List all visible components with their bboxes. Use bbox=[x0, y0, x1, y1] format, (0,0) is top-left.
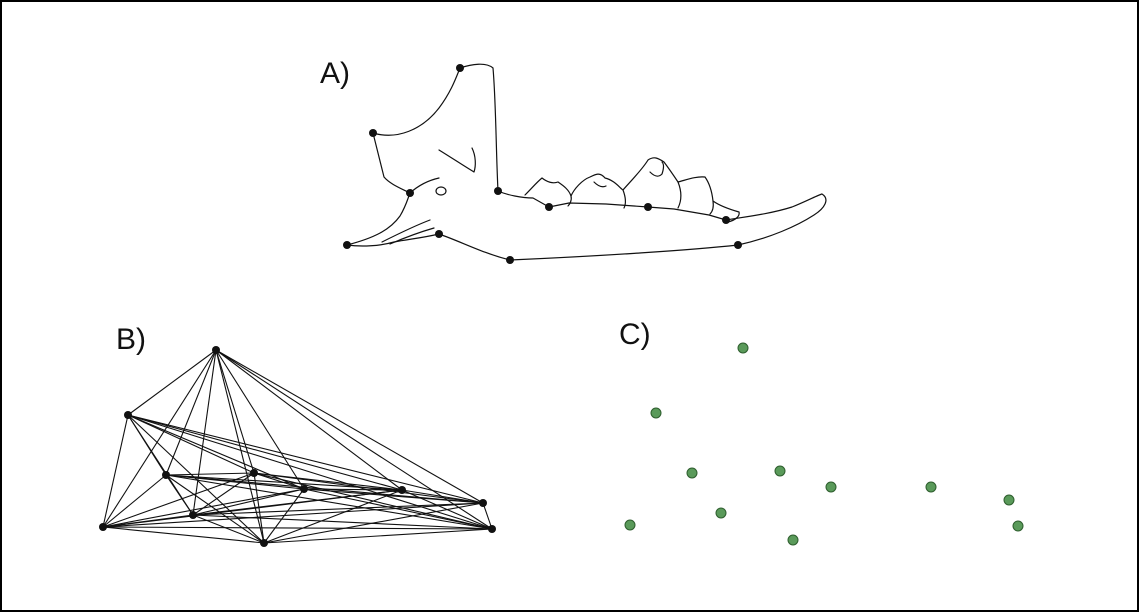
network-node-6 bbox=[189, 511, 197, 519]
network-edge bbox=[102, 472, 255, 528]
landmark-a-2 bbox=[369, 129, 377, 137]
network-edge bbox=[192, 514, 265, 544]
landmark-a-6 bbox=[644, 203, 652, 211]
network-edge bbox=[215, 349, 265, 544]
network-edge bbox=[165, 474, 265, 544]
network-edge bbox=[482, 502, 493, 530]
network-node-11 bbox=[488, 525, 496, 533]
point-8 bbox=[1003, 494, 1015, 506]
network-edge bbox=[263, 489, 403, 544]
landmark-network bbox=[99, 346, 496, 547]
network-edge bbox=[127, 414, 493, 530]
angular-line-1 bbox=[381, 219, 431, 243]
network-edge bbox=[303, 488, 484, 504]
network-edge bbox=[165, 474, 493, 530]
network-edge bbox=[102, 526, 493, 530]
network-edge bbox=[102, 474, 167, 528]
network-node-3 bbox=[162, 471, 170, 479]
network-edge bbox=[165, 472, 255, 476]
mandible-outline bbox=[346, 63, 827, 261]
point-1 bbox=[737, 342, 749, 354]
network-edge bbox=[102, 502, 484, 528]
network-edge bbox=[192, 488, 305, 516]
condyle-line bbox=[409, 177, 440, 194]
network-node-2 bbox=[124, 411, 132, 419]
network-edge bbox=[215, 349, 305, 490]
network-node-1 bbox=[212, 346, 220, 354]
landmark-point-cloud bbox=[624, 342, 1024, 546]
network-edge bbox=[215, 349, 484, 504]
point-2 bbox=[650, 407, 662, 419]
point-10 bbox=[787, 534, 799, 546]
network-edge bbox=[102, 414, 129, 528]
landmark-a-7 bbox=[722, 216, 730, 224]
landmark-a-4 bbox=[494, 187, 502, 195]
network-edge bbox=[127, 414, 255, 474]
network-edge bbox=[127, 349, 217, 416]
tooth-cusp-1 bbox=[593, 181, 607, 188]
point-4 bbox=[774, 465, 786, 477]
point-6 bbox=[715, 507, 727, 519]
point-3 bbox=[686, 467, 698, 479]
landmark-a-9 bbox=[435, 230, 443, 238]
landmark-a-5 bbox=[545, 203, 553, 211]
network-edge bbox=[127, 414, 403, 491]
angular-line-2 bbox=[389, 227, 435, 245]
network-edge bbox=[102, 526, 265, 544]
network-edge bbox=[127, 414, 265, 544]
landmark-a-1 bbox=[456, 64, 464, 72]
network-edge bbox=[192, 349, 217, 516]
network-edge bbox=[303, 488, 403, 491]
tooth-line-4 bbox=[709, 200, 714, 215]
network-edge bbox=[263, 528, 493, 544]
tooth-cusp-2 bbox=[649, 161, 665, 177]
network-edge bbox=[215, 349, 493, 530]
landmark-a-10 bbox=[506, 256, 514, 264]
tooth-line-1 bbox=[567, 195, 572, 207]
network-edge bbox=[165, 474, 194, 516]
network-edge bbox=[102, 489, 403, 528]
mental-foramen bbox=[435, 186, 447, 196]
landmark-a-11 bbox=[734, 241, 742, 249]
panel-a-label: A) bbox=[320, 57, 350, 90]
network-node-5 bbox=[300, 485, 308, 493]
network-edge bbox=[102, 488, 305, 528]
mandible-landmarks bbox=[343, 64, 742, 264]
network-edge bbox=[127, 414, 484, 504]
network-node-8 bbox=[479, 499, 487, 507]
masseteric-line bbox=[438, 147, 476, 173]
mandible-drawing bbox=[346, 63, 827, 261]
landmark-a-8 bbox=[343, 241, 351, 249]
network-edge bbox=[401, 489, 484, 504]
network-node-10 bbox=[260, 539, 268, 547]
network-edge bbox=[127, 414, 305, 490]
network-edge bbox=[215, 349, 403, 491]
point-5 bbox=[825, 481, 837, 493]
network-edge bbox=[253, 472, 305, 490]
teeth-outline bbox=[524, 157, 740, 223]
network-node-4 bbox=[250, 469, 258, 477]
network-node-9 bbox=[99, 523, 107, 531]
point-9 bbox=[624, 519, 636, 531]
network-edge bbox=[165, 349, 217, 476]
panel-b-label: B) bbox=[116, 323, 146, 356]
panel-c-label: C) bbox=[619, 318, 651, 351]
network-node-7 bbox=[398, 486, 406, 494]
network-edge bbox=[192, 514, 493, 530]
network-edge bbox=[253, 472, 484, 504]
network-edge bbox=[303, 488, 493, 530]
tooth-line-2 bbox=[622, 189, 626, 209]
network-edge bbox=[192, 502, 484, 516]
point-7 bbox=[925, 481, 937, 493]
landmark-a-3 bbox=[406, 189, 414, 197]
network-edge bbox=[102, 349, 217, 528]
network-edge bbox=[263, 502, 484, 544]
point-11 bbox=[1012, 520, 1024, 532]
tooth-line-3 bbox=[677, 181, 682, 209]
